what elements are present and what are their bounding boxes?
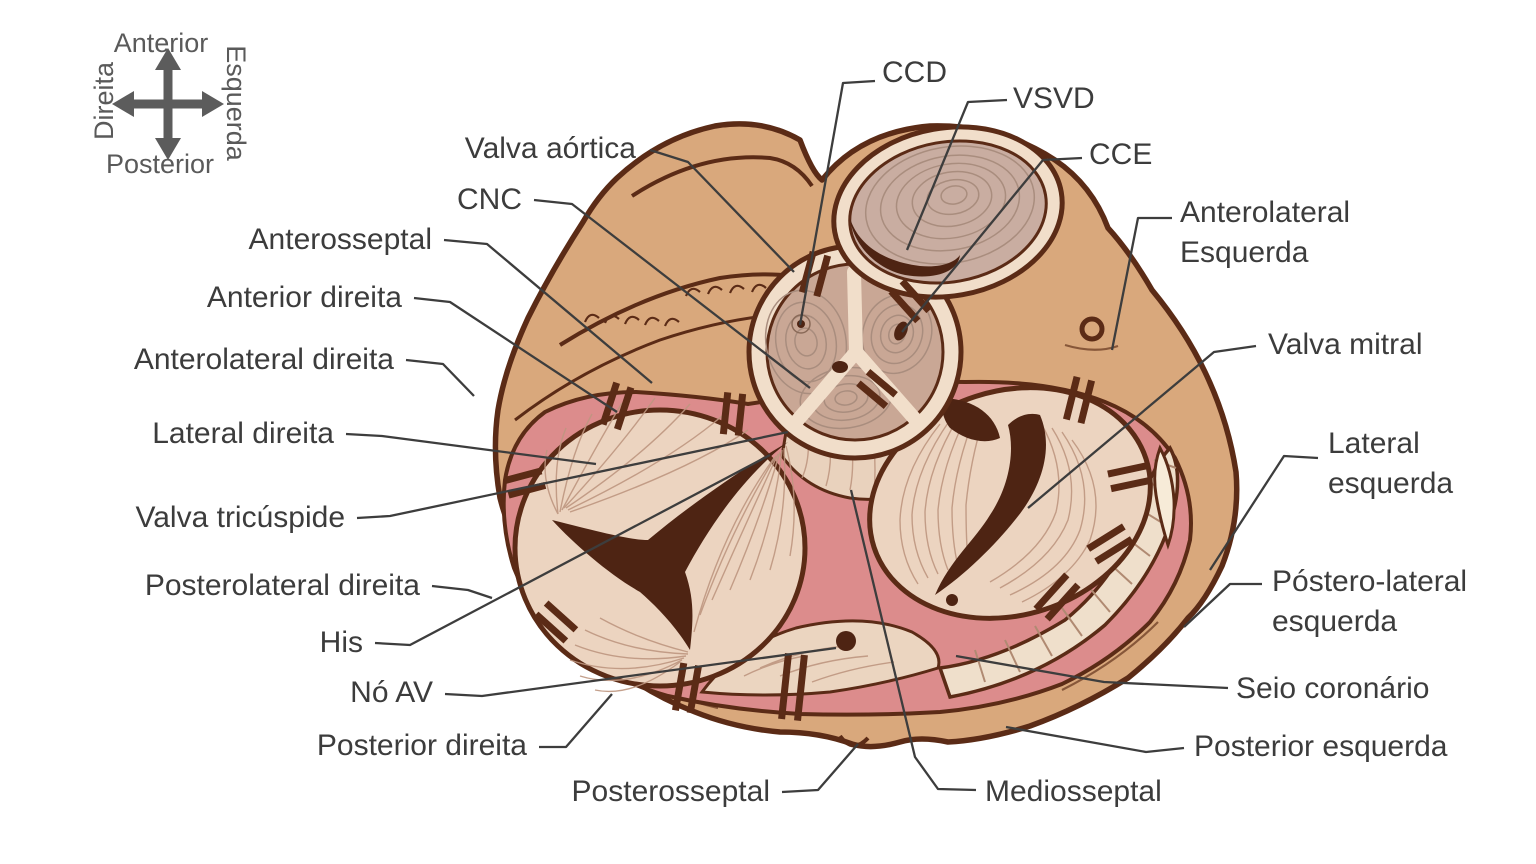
compass-posterior-label: Posterior: [106, 149, 214, 179]
labels: Valva aórtica CNC Anterosseptal Anterior…: [134, 56, 1467, 808]
label-cce: CCE: [1089, 138, 1152, 171]
label-lateral-esquerda: Lateral esquerda: [1328, 427, 1453, 500]
mitral-orifice: [935, 413, 1046, 595]
leader-anterosseptal: [443, 238, 653, 384]
label-no-av: Nó AV: [350, 676, 433, 709]
leader-cnc: [533, 198, 811, 389]
compass-anterior-label: Anterior: [114, 28, 209, 58]
label-anterosseptal: Anterosseptal: [249, 223, 432, 256]
leader-no-av: [444, 646, 837, 698]
segment-ticks: [503, 250, 1153, 722]
mitral-valve-shape: [867, 385, 1153, 621]
label-postero-lateral-esquerda: Póstero-lateral esquerda: [1272, 565, 1467, 638]
leader-anterolateral-direita: [405, 358, 475, 397]
label-valva-mitral: Valva mitral: [1268, 328, 1422, 361]
svg-text:Anterolateral: Anterolateral: [1180, 196, 1350, 229]
mitral-commissure-gap: [942, 398, 1000, 442]
leader-anterior-direita: [413, 296, 618, 413]
heart-cross-section: [492, 121, 1240, 750]
tricuspid-orifice: [552, 442, 788, 650]
leader-lines: [345, 79, 1319, 794]
label-cnc: CNC: [457, 183, 522, 216]
label-valva-aortica: Valva aórtica: [465, 132, 637, 165]
cnc-nodule: [832, 361, 848, 373]
leader-vsvd: [905, 98, 1008, 251]
compass-arrows-icon: [112, 48, 224, 160]
leader-posterosseptal: [781, 743, 859, 794]
label-valva-tricuspide: Valva tricúspide: [135, 501, 345, 534]
compass-direita-label: Direita: [89, 61, 119, 140]
mitral-leaflet-texture: [899, 415, 1097, 603]
coronary-sinus-lumen: [1153, 444, 1176, 550]
label-anterolateral-direita: Anterolateral direita: [134, 343, 394, 376]
leader-seio-coronario: [955, 654, 1229, 690]
label-posterior-direita: Posterior direita: [317, 729, 527, 762]
leader-cce: [901, 156, 1083, 333]
leader-postero-lateral-esquerda: [1183, 582, 1262, 628]
label-posterolateral-direita: Posterolateral direita: [145, 569, 420, 602]
leader-ccd: [798, 79, 876, 326]
label-his: His: [320, 626, 363, 659]
leader-valva-tricuspide: [356, 430, 789, 520]
compass-esquerda-label: Esquerda: [221, 45, 251, 162]
rv-outflow-shape: [831, 124, 1065, 300]
label-posterosseptal: Posterosseptal: [572, 775, 770, 808]
leader-lateral-esquerda: [1209, 454, 1319, 571]
label-vsvd: VSVD: [1013, 82, 1095, 115]
label-lateral-direita: Lateral direita: [152, 417, 334, 450]
svg-text:esquerda: esquerda: [1328, 467, 1453, 500]
svg-text:Lateral: Lateral: [1328, 427, 1420, 460]
leader-posterior-esquerda: [1005, 725, 1185, 754]
label-mediosseptal: Mediosseptal: [985, 775, 1162, 808]
leader-posterior-direita: [539, 693, 613, 749]
rv-outflow-lumen: [850, 218, 960, 277]
leader-anterolateral-esquerda: [1110, 216, 1172, 351]
leader-lateral-direita: [345, 432, 597, 466]
leader-posterolateral-direita: [431, 584, 493, 600]
leader-his: [374, 453, 771, 647]
leader-valva-aortica: [649, 148, 795, 273]
aortic-valve-shape: [746, 243, 964, 461]
label-ccd: CCD: [882, 56, 947, 89]
label-anterolateral-esquerda: Anterolateral Esquerda: [1180, 196, 1350, 269]
coronary-sinus-shape: [937, 444, 1180, 700]
tricuspid-leaflet-texture: [544, 397, 795, 693]
av-node-dot: [833, 627, 859, 651]
svg-text:Póstero-lateral: Póstero-lateral: [1272, 565, 1467, 598]
label-posterior-esquerda: Posterior esquerda: [1194, 730, 1448, 763]
label-seio-coronario: Seio coronário: [1236, 672, 1429, 705]
cce-nodule: [894, 321, 908, 341]
orientation-compass: Anterior Posterior Direita Esquerda: [89, 28, 251, 179]
leader-mediosseptal: [849, 489, 977, 792]
svg-text:Esquerda: Esquerda: [1180, 236, 1309, 269]
tricuspid-valve-shape: [512, 397, 808, 693]
leader-valva-mitral: [1027, 344, 1257, 509]
svg-text:esquerda: esquerda: [1272, 605, 1397, 638]
vessel-dot: [1079, 316, 1105, 342]
label-anterior-direita: Anterior direita: [207, 281, 402, 314]
